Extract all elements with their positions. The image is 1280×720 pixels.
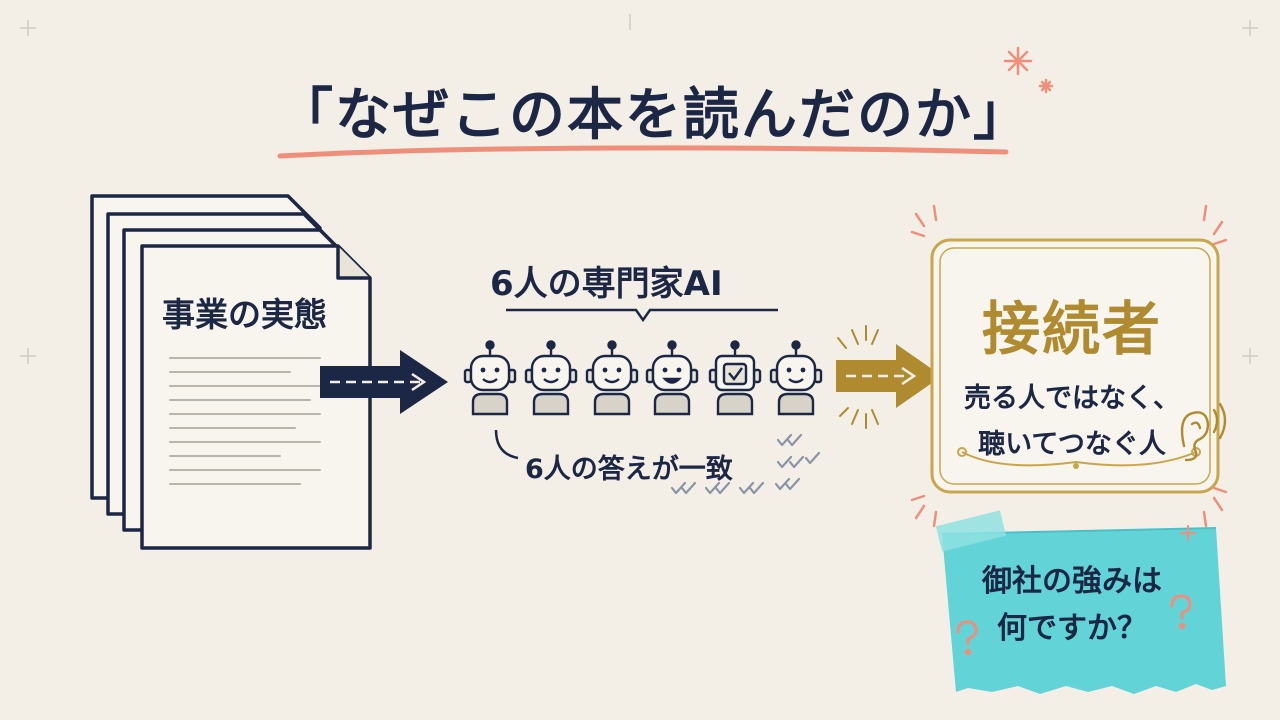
ear-icon	[1180, 402, 1227, 462]
robot-icon	[524, 340, 578, 416]
checkmark-icon	[670, 433, 821, 495]
robot-icon	[708, 340, 762, 416]
question-line1: 御社の強みは	[982, 564, 1162, 599]
title-underline	[277, 145, 1009, 159]
flourish-dot	[1073, 463, 1079, 469]
connector-frame	[930, 238, 1220, 494]
connector-title: 接続者	[981, 295, 1162, 363]
document-stack-icon	[90, 194, 372, 550]
consensus-bracket	[494, 429, 519, 460]
experts-bracket	[506, 308, 778, 323]
consensus-label: 6人の答えが一致	[525, 454, 733, 485]
robot-icon	[645, 340, 699, 416]
connector-flourish	[961, 451, 1197, 467]
page-title: 「なぜこの本を読んだのか」	[277, 83, 1031, 148]
sparkle-icon	[910, 204, 1228, 528]
robot-icon	[585, 340, 639, 416]
robot-icon	[463, 340, 517, 416]
document-text-lines	[169, 357, 321, 485]
sticky-note	[935, 510, 1226, 694]
connector-description-line1: 売る人ではなく、	[964, 383, 1180, 414]
flourish-dot	[957, 447, 967, 457]
robot-row	[463, 340, 823, 416]
document-label: 事業の実態	[162, 295, 327, 334]
question-mark-icon	[956, 594, 1192, 656]
connector-description-line2: 聴いてつなぐ人	[978, 429, 1166, 460]
robot-icon	[769, 340, 823, 416]
sparkle-icon	[837, 325, 879, 429]
question-line2: 何ですか？	[997, 611, 1147, 646]
sparkle-icon	[1180, 525, 1196, 541]
corner-marks	[20, 14, 1258, 364]
sparkle-icon	[1003, 46, 1054, 94]
experts-label: 6人の専門家AI	[490, 264, 723, 304]
arrow-icon	[320, 350, 448, 414]
arrow-icon	[836, 344, 942, 408]
